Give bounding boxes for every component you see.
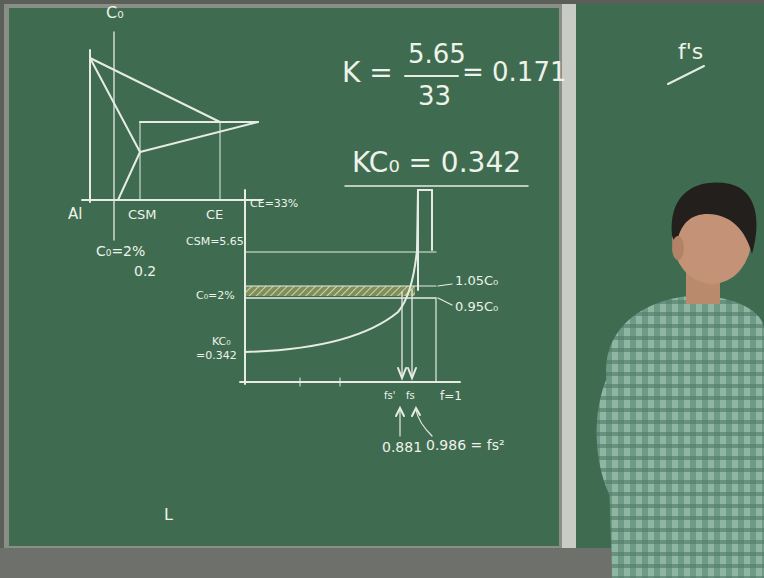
- chalk-label: L: [164, 506, 173, 524]
- left-board: [9, 8, 559, 546]
- chalk-label: C₀: [106, 4, 124, 22]
- chalk-label: CE=33%: [250, 198, 298, 210]
- chalk-label: fs': [384, 390, 395, 401]
- chalk-label: 0.95C₀: [455, 300, 498, 314]
- chalk-label: 5.65: [408, 40, 466, 69]
- chalk-label: fs: [406, 390, 415, 401]
- chalk-label: =0.342: [196, 350, 237, 362]
- lecturer-figure: [597, 183, 764, 578]
- chalk-label: K =: [342, 58, 393, 89]
- chalk-label: CE: [206, 208, 223, 222]
- chalk-label: Al: [68, 206, 82, 223]
- chalk-label: f's: [678, 40, 703, 64]
- chalk-label: 1.05C₀: [455, 274, 498, 288]
- chalk-label: C₀=2%: [96, 244, 145, 259]
- chalk-label: KC₀: [212, 336, 231, 348]
- chalk-label: C₀=2%: [196, 290, 235, 302]
- chalk-label: KC₀ = 0.342: [352, 148, 521, 179]
- chalk-label: = 0.171: [462, 58, 566, 87]
- chalk-label: 0.881: [382, 440, 422, 455]
- chalk-label: f=1: [440, 390, 462, 403]
- chalk-label: 0.2: [134, 264, 156, 279]
- chalk-label: CSM: [128, 208, 157, 222]
- chalk-label: 0.986 = fs²: [426, 438, 505, 453]
- chalk-label: CSM=5.65: [186, 236, 244, 248]
- chalk-label: 33: [418, 82, 451, 111]
